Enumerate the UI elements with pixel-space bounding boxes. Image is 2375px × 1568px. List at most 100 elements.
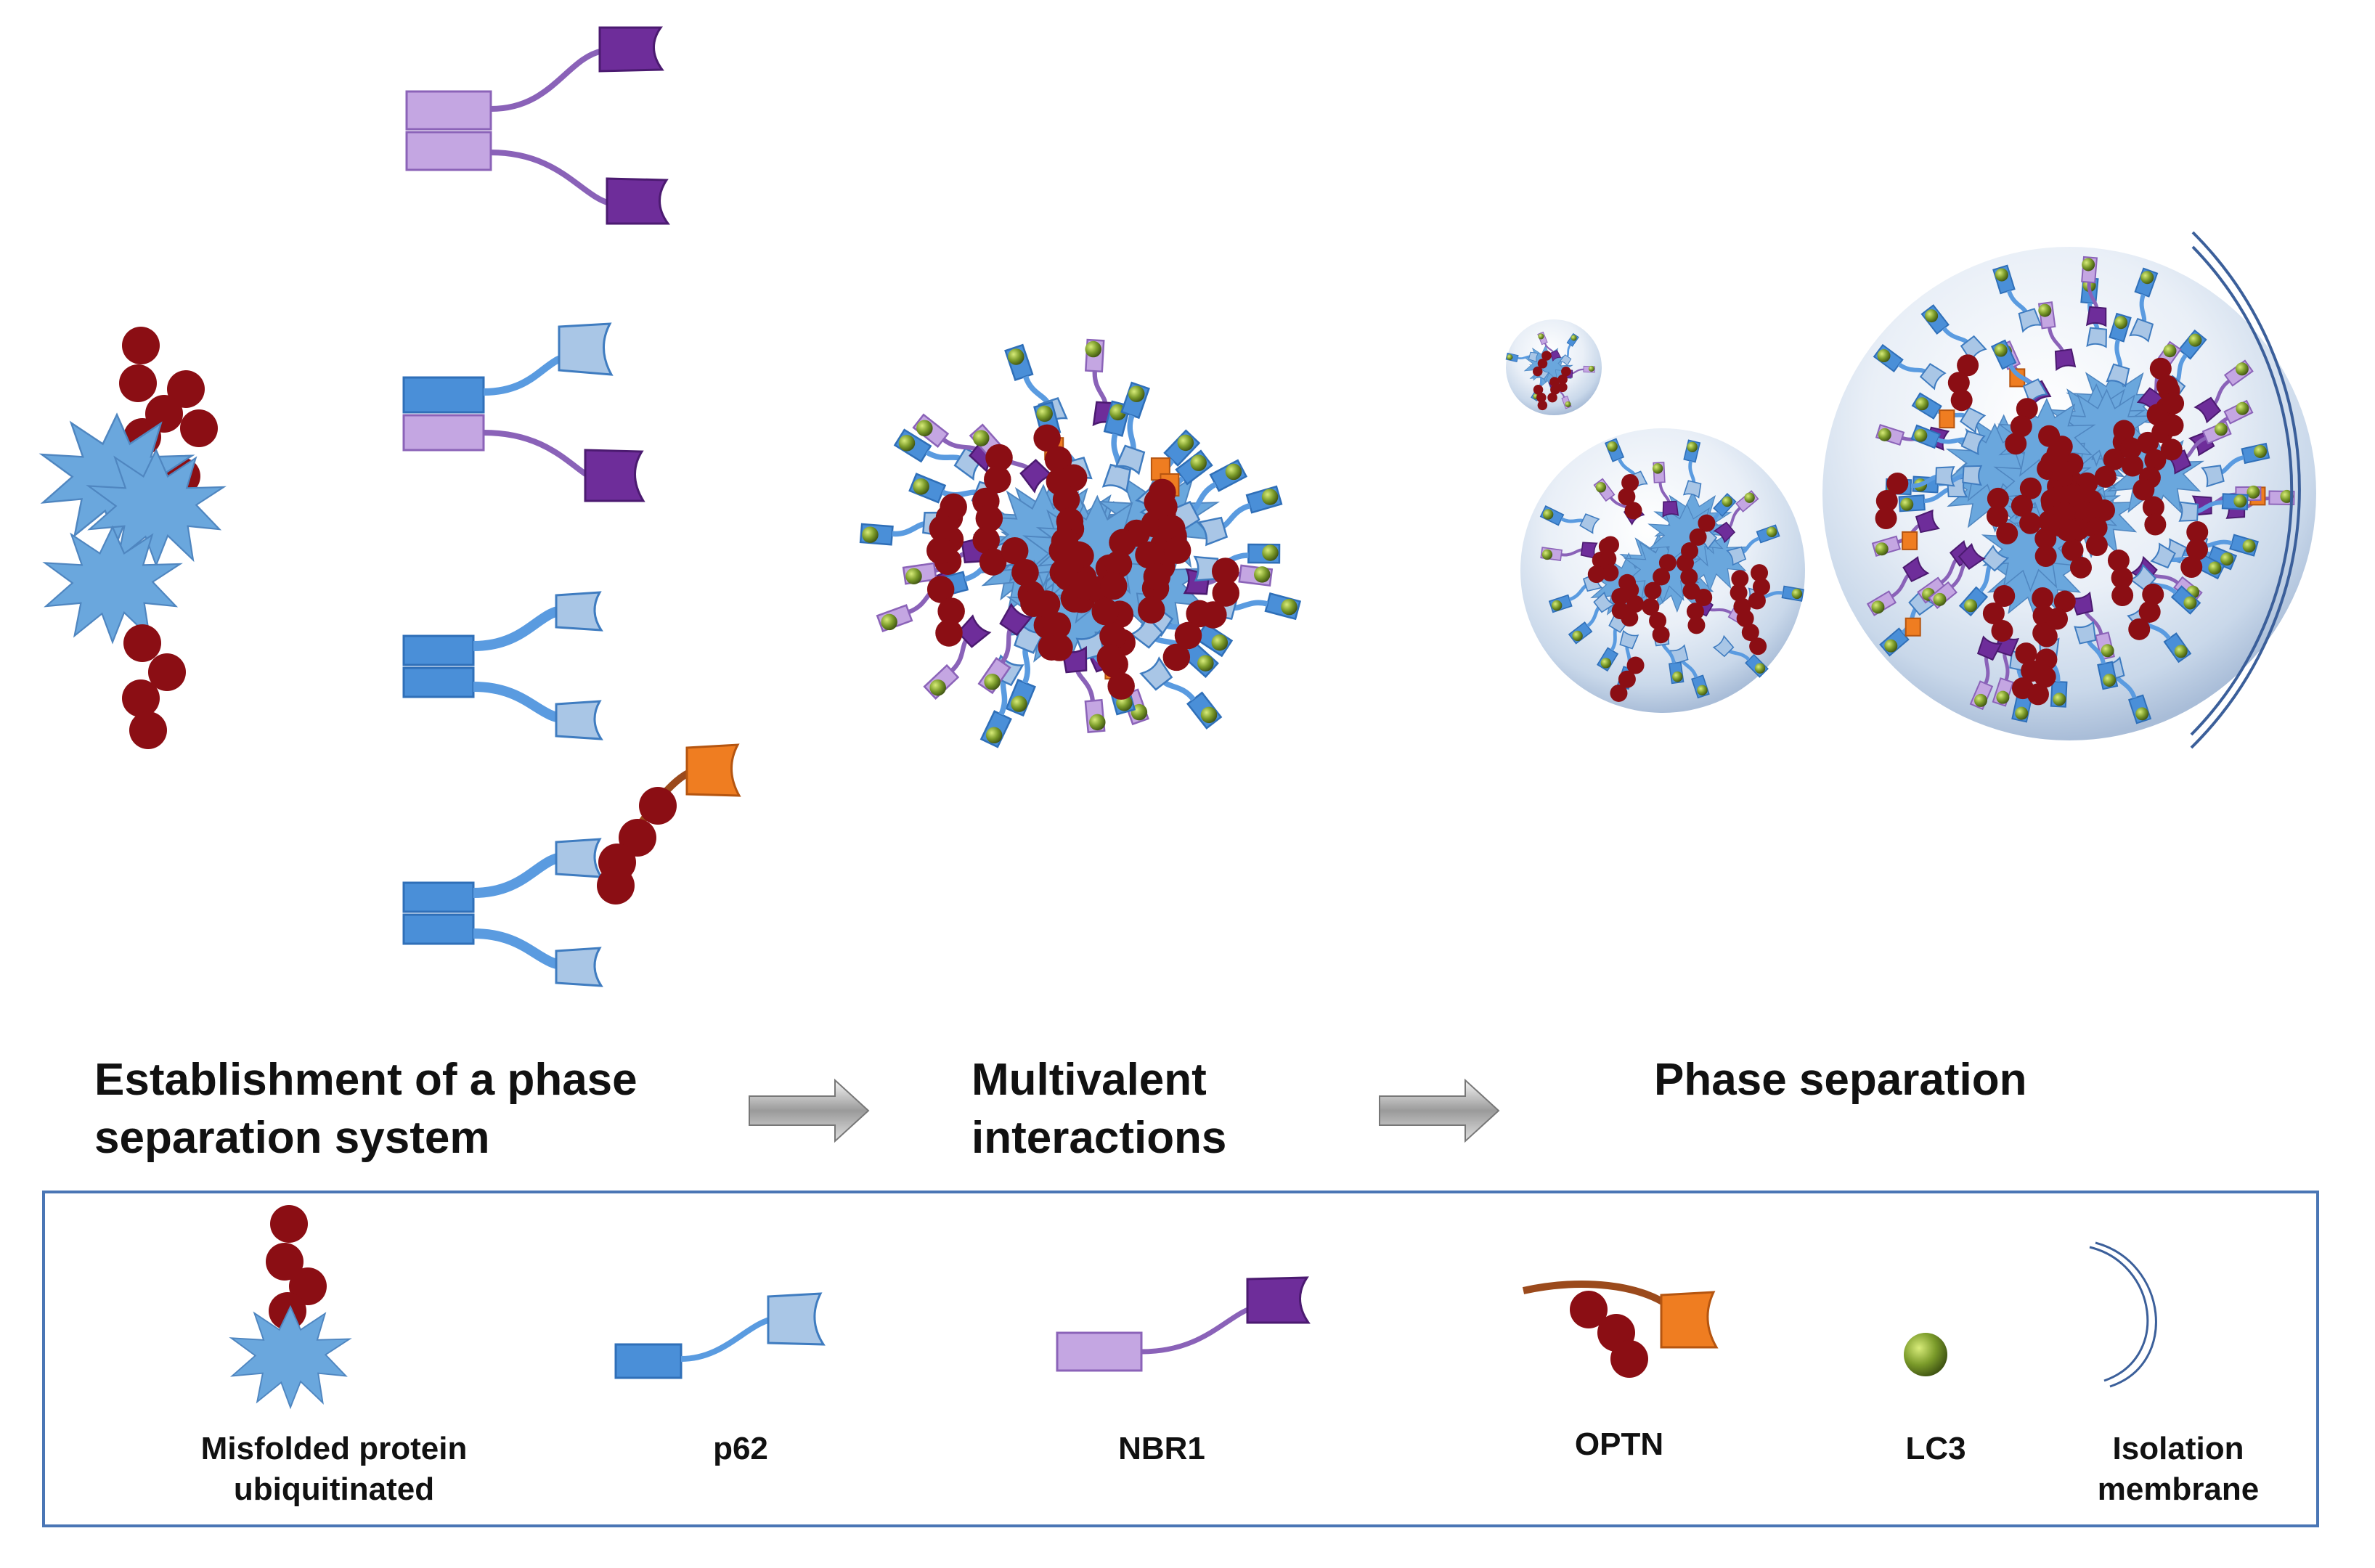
- lc3-bead: [985, 727, 1003, 744]
- legend-label-misfolded-line2: ubiquitinated: [233, 1471, 435, 1507]
- ubiquitin-bead: [1107, 672, 1135, 700]
- legend-label-misfolded: Misfolded protein ubiquitinated: [145, 1429, 523, 1510]
- phase-separation-droplets: [1504, 231, 2316, 749]
- ubiquitin-bead: [2015, 642, 2037, 665]
- lc3-bead: [1900, 497, 1914, 511]
- ubiquitin-bead: [2103, 448, 2125, 470]
- ubiquitin-bead: [1680, 568, 1698, 586]
- ubiquitin-bead: [1731, 570, 1749, 588]
- lc3-bead: [1085, 340, 1102, 358]
- ubiquitin-bead: [2053, 590, 2076, 613]
- ubiquitin-bead: [1211, 558, 1239, 585]
- ubiquitin-bead: [2038, 425, 2061, 447]
- legend-label-isolation-line1: Isolation: [2112, 1431, 2244, 1466]
- lc3-bead: [1996, 690, 2010, 704]
- lc3-bead: [1254, 566, 1271, 583]
- ubiquitin-bead: [1689, 528, 1707, 546]
- ubiquitin-bead: [2156, 375, 2179, 397]
- ubiquitin-bead: [2019, 477, 2042, 499]
- ubiquitin-bead: [2107, 550, 2130, 572]
- legend-lc3-icon: [1904, 1333, 1947, 1376]
- lc3-bead: [1036, 405, 1053, 422]
- ubiquitin-bead: [2119, 437, 2142, 460]
- lc3-bead: [1197, 655, 1214, 671]
- legend-box: [42, 1191, 2319, 1527]
- ubiquitin-bead: [2035, 625, 2058, 648]
- lc3-bead: [1884, 639, 1898, 653]
- ubiquitin-bead: [2059, 519, 2082, 542]
- ubiquitin-bead: [1044, 446, 1072, 474]
- ubiquitin-bead: [2093, 499, 2115, 522]
- lc3-bead: [2183, 596, 2197, 610]
- lc3-bead: [1200, 706, 1218, 724]
- lc3-bead: [1600, 658, 1612, 669]
- legend-p62-icon: [614, 1292, 826, 1379]
- ubiquitin-bead: [2142, 583, 2164, 605]
- ubiquitin-bead: [1043, 612, 1072, 640]
- ubiquitin-bead: [2011, 494, 2033, 517]
- lc3-bead: [2082, 258, 2095, 271]
- stage-label-multivalent-line2: interactions: [971, 1113, 1227, 1163]
- ubiquitin-bead: [1059, 464, 1088, 492]
- ubiquitin-bead: [1174, 621, 1202, 650]
- lc3-bead: [1754, 663, 1766, 674]
- ubiquitin-bead: [1537, 359, 1548, 369]
- stage-label-phase-separation-line1: Phase separation: [1654, 1055, 2027, 1105]
- lc3-bead: [1211, 634, 1229, 651]
- lc3-bead: [1875, 542, 1889, 556]
- legend-label-lc3: LC3: [1905, 1431, 1966, 1466]
- lc3-bead: [1791, 588, 1803, 600]
- ubiquitin-bead: [1587, 565, 1605, 584]
- ubiquitin-chain-bottom: [122, 624, 186, 749]
- misfolded-protein-cluster: [41, 327, 225, 749]
- lc3-bead: [1933, 592, 1947, 606]
- ubiquitin-bead: [1987, 487, 2009, 510]
- ubiquitin-bead: [1532, 366, 1543, 377]
- legend-label-nbr1: NBR1: [1118, 1431, 1205, 1466]
- lc3-bead: [1190, 454, 1207, 471]
- ubiquitin-bead: [1658, 554, 1677, 572]
- ubiquitin-bead: [1649, 612, 1667, 630]
- lc3-bead: [2246, 485, 2260, 499]
- lc3-bead: [2135, 707, 2149, 721]
- ubiquitin-bead: [1032, 590, 1061, 618]
- ubiquitin-bead: [1749, 637, 1767, 656]
- ubiquitin-bead: [1652, 626, 1670, 644]
- ubiquitin-bead: [940, 493, 967, 521]
- ubiquitin-bead: [2144, 449, 2167, 471]
- isolation-membrane-arc: [2190, 231, 2301, 749]
- ubiquitin-bead: [1537, 400, 1548, 411]
- ubiquitin-bead: [1212, 579, 1240, 607]
- ubiquitin-bead: [1626, 595, 1645, 613]
- ubiquitin-bead: [972, 526, 1000, 554]
- ubiquitin-bead: [1653, 568, 1671, 586]
- ubiquitin-bead: [2069, 556, 2092, 579]
- lc3-bead: [2220, 552, 2234, 566]
- legend-label-misfolded-line1: Misfolded protein: [200, 1431, 468, 1466]
- ubiquitin-bead: [984, 465, 1011, 494]
- ubiquitin-bead: [1621, 473, 1639, 491]
- lc3-bead: [1128, 385, 1145, 402]
- legend-label-optn: OPTN: [1574, 1426, 1664, 1462]
- lc3-bead: [2140, 271, 2154, 285]
- ubiquitin-bead: [1695, 588, 1713, 606]
- p62-dimer-with-optn: [404, 743, 741, 986]
- p62-dimer: [404, 592, 601, 739]
- lc3-bead: [905, 568, 922, 585]
- lc3-bead: [2163, 344, 2177, 358]
- ubiquitin-bead: [1687, 616, 1706, 634]
- droplet-medium-cluster: [1541, 434, 1804, 702]
- optn-unit: [1902, 531, 1918, 550]
- lc3-bead: [1925, 309, 1939, 323]
- ubiquitin-bead: [1052, 486, 1080, 514]
- lc3-bead: [973, 430, 990, 446]
- ubiquitin-bead: [935, 619, 963, 647]
- lc3-bead: [2038, 303, 2052, 317]
- ubiquitin-bead: [1536, 392, 1547, 403]
- lc3-bead: [1225, 463, 1242, 481]
- ubiquitin-bead: [1982, 602, 2005, 624]
- ubiquitin-bead: [1135, 541, 1162, 569]
- ubiquitin-bead: [1875, 490, 1898, 513]
- ubiquitin-bead: [1561, 367, 1571, 377]
